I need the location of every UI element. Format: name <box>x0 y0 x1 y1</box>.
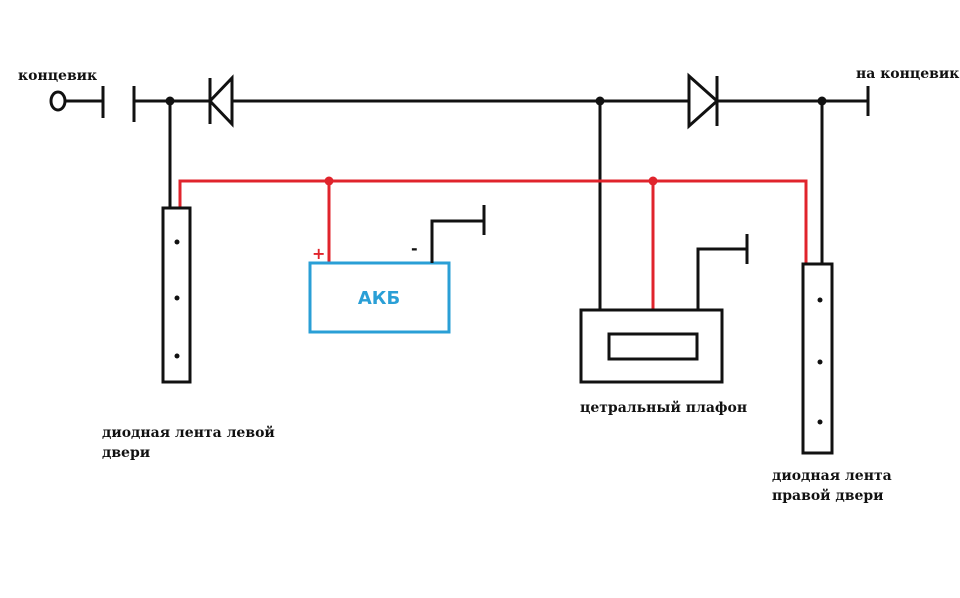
led-dot <box>817 297 823 303</box>
label-switch-right: на концевик <box>856 66 959 82</box>
label-left-strip-line1: диодная лента левой <box>102 424 275 441</box>
led-dot <box>817 419 823 425</box>
left-led-strip <box>161 206 192 384</box>
diode-symbol-left <box>207 74 234 128</box>
diode-symbol-right <box>687 72 720 130</box>
led-dot <box>817 359 823 365</box>
label-left-strip-line2: двери <box>102 445 150 461</box>
ground-symbol-lamp <box>696 234 749 310</box>
battery-akb: АКБ <box>308 261 451 334</box>
led-dot <box>174 353 180 359</box>
label-right-strip-line1: диодная лента <box>772 468 892 484</box>
switch-contact-icon <box>49 86 136 122</box>
black-wires <box>134 86 870 310</box>
center-lamp <box>579 308 724 384</box>
led-dot <box>174 295 180 301</box>
led-dot <box>174 239 180 245</box>
battery-minus-sign: - <box>411 239 418 258</box>
positive-wires <box>178 179 808 310</box>
ground-symbol-battery <box>430 205 486 263</box>
label-right-strip-line2: правой двери <box>772 487 884 504</box>
black-junctions <box>165 96 827 106</box>
positive-junctions <box>324 176 658 186</box>
battery-plus-sign: + <box>312 244 325 263</box>
label-center-lamp: цетральный плафон <box>580 399 747 416</box>
battery-label: АКБ <box>358 288 400 309</box>
right-led-strip <box>801 262 834 455</box>
label-switch-left: концевик <box>18 68 97 84</box>
